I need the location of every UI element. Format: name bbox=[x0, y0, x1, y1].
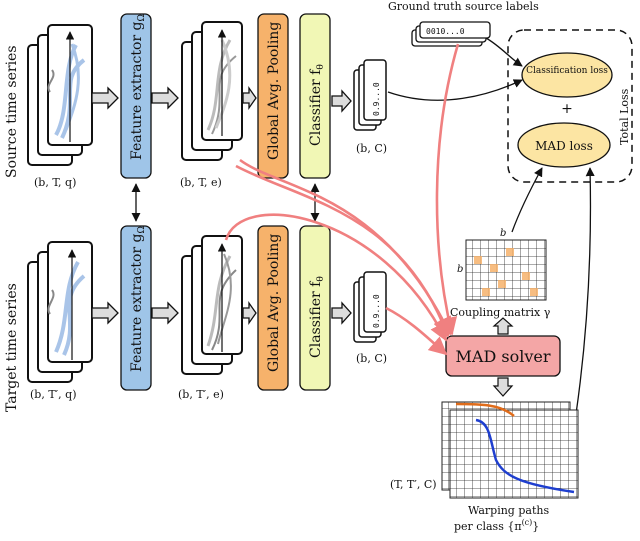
ground-truth-vector: 0010...0 bbox=[411, 21, 491, 47]
target-classifier: Classifier fθ bbox=[299, 225, 331, 391]
svg-text:Global Avg. Pooling: Global Avg. Pooling bbox=[266, 234, 282, 372]
svg-text:Feature extractor gΩ: Feature extractor gΩ bbox=[129, 226, 147, 372]
hollow-arrow-tgt-in bbox=[91, 301, 119, 325]
warping-title-line1: Warping paths bbox=[468, 504, 549, 517]
arrow-gt-to-classloss bbox=[485, 37, 523, 67]
target-feature-stack bbox=[181, 235, 243, 375]
hollow-arrow-src-in bbox=[91, 86, 119, 110]
source-output-shape: (b, C) bbox=[356, 142, 387, 155]
red-arrow-tgt-feat bbox=[224, 213, 448, 342]
svg-text:0.9...0: 0.9...0 bbox=[372, 294, 381, 328]
warping-path-blue bbox=[475, 418, 575, 494]
warping-path-orange bbox=[455, 402, 515, 417]
svg-text:0.9...0: 0.9...0 bbox=[372, 82, 381, 116]
source-row-label: Source time series bbox=[4, 45, 20, 178]
svg-text:Classifier fθ: Classifier fθ bbox=[308, 276, 326, 358]
coupling-matrix bbox=[465, 239, 547, 301]
svg-text:Feature extractor gΩ: Feature extractor gΩ bbox=[129, 14, 147, 160]
hollow-arrow-mad-coupling bbox=[492, 317, 514, 335]
ground-truth-title: Ground truth source labels bbox=[388, 0, 539, 13]
total-loss-label: Total Loss bbox=[618, 88, 631, 145]
source-input-shape: (b, T, q) bbox=[34, 176, 76, 189]
coupling-title: Coupling matrix γ bbox=[450, 306, 551, 319]
target-output-shape: (b, C) bbox=[356, 352, 387, 365]
mad-solver bbox=[445, 335, 561, 377]
source-output-vector: 0.9...0 bbox=[353, 59, 387, 131]
hollow-arrow-tgt-clf bbox=[331, 301, 352, 325]
total-loss-box bbox=[507, 29, 633, 183]
warping-title-line2: per class {π(c)} bbox=[454, 518, 539, 533]
svg-text:Classifier fθ: Classifier fθ bbox=[308, 64, 326, 146]
source-feature-extractor: Feature extractor gΩ bbox=[120, 13, 152, 179]
hollow-arrow-mad-warping bbox=[492, 377, 514, 397]
svg-text:0010...0: 0010...0 bbox=[426, 27, 465, 36]
target-row-label: Target time series bbox=[4, 283, 20, 412]
hollow-arrow-src-fe bbox=[151, 86, 179, 110]
source-input-stack bbox=[27, 24, 93, 166]
target-input-shape: (b, T′, q) bbox=[30, 388, 77, 401]
hollow-arrow-tgt-fe bbox=[151, 301, 179, 325]
target-input-stack bbox=[27, 241, 93, 383]
target-pooling: Global Avg. Pooling bbox=[257, 225, 289, 391]
classification-loss-label: Classification loss bbox=[526, 66, 608, 76]
source-classifier: Classifier fθ bbox=[299, 13, 331, 179]
red-arrow-gt bbox=[435, 43, 460, 336]
hollow-arrow-tgt-feat bbox=[242, 300, 257, 326]
target-feature-extractor: Feature extractor gΩ bbox=[120, 225, 152, 391]
target-output-vector: 0.9...0 bbox=[353, 271, 387, 343]
coupling-axis-left: b bbox=[457, 264, 463, 275]
arrow-srcout-to-classloss bbox=[387, 79, 523, 101]
warping-grid-stack bbox=[441, 401, 579, 499]
mad-loss-label: MAD loss bbox=[535, 139, 593, 153]
classification-loss-ellipse bbox=[521, 52, 613, 98]
mad-solver-label: MAD solver bbox=[456, 347, 551, 366]
mad-loss-ellipse bbox=[517, 122, 611, 168]
warping-shape: (T, T′, C) bbox=[390, 478, 437, 491]
red-arrow-tgt-out bbox=[385, 306, 448, 356]
source-pooling: Global Avg. Pooling bbox=[257, 13, 289, 179]
red-arrow-src-feat-2 bbox=[235, 164, 451, 338]
hollow-arrow-src-feat bbox=[242, 85, 257, 111]
coupling-axis-top: b bbox=[500, 228, 506, 239]
plus-sign: + bbox=[561, 101, 573, 117]
source-feature-stack bbox=[181, 21, 243, 161]
hollow-arrow-src-clf bbox=[331, 89, 352, 113]
red-flow-arrows bbox=[224, 43, 460, 356]
arrow-warping-to-madloss bbox=[575, 167, 595, 415]
source-feature-shape: (b, T, e) bbox=[180, 176, 222, 189]
target-feature-shape: (b, T′, e) bbox=[178, 388, 224, 401]
arrow-coupling-to-madloss bbox=[511, 167, 543, 233]
svg-text:Global Avg. Pooling: Global Avg. Pooling bbox=[266, 22, 282, 160]
